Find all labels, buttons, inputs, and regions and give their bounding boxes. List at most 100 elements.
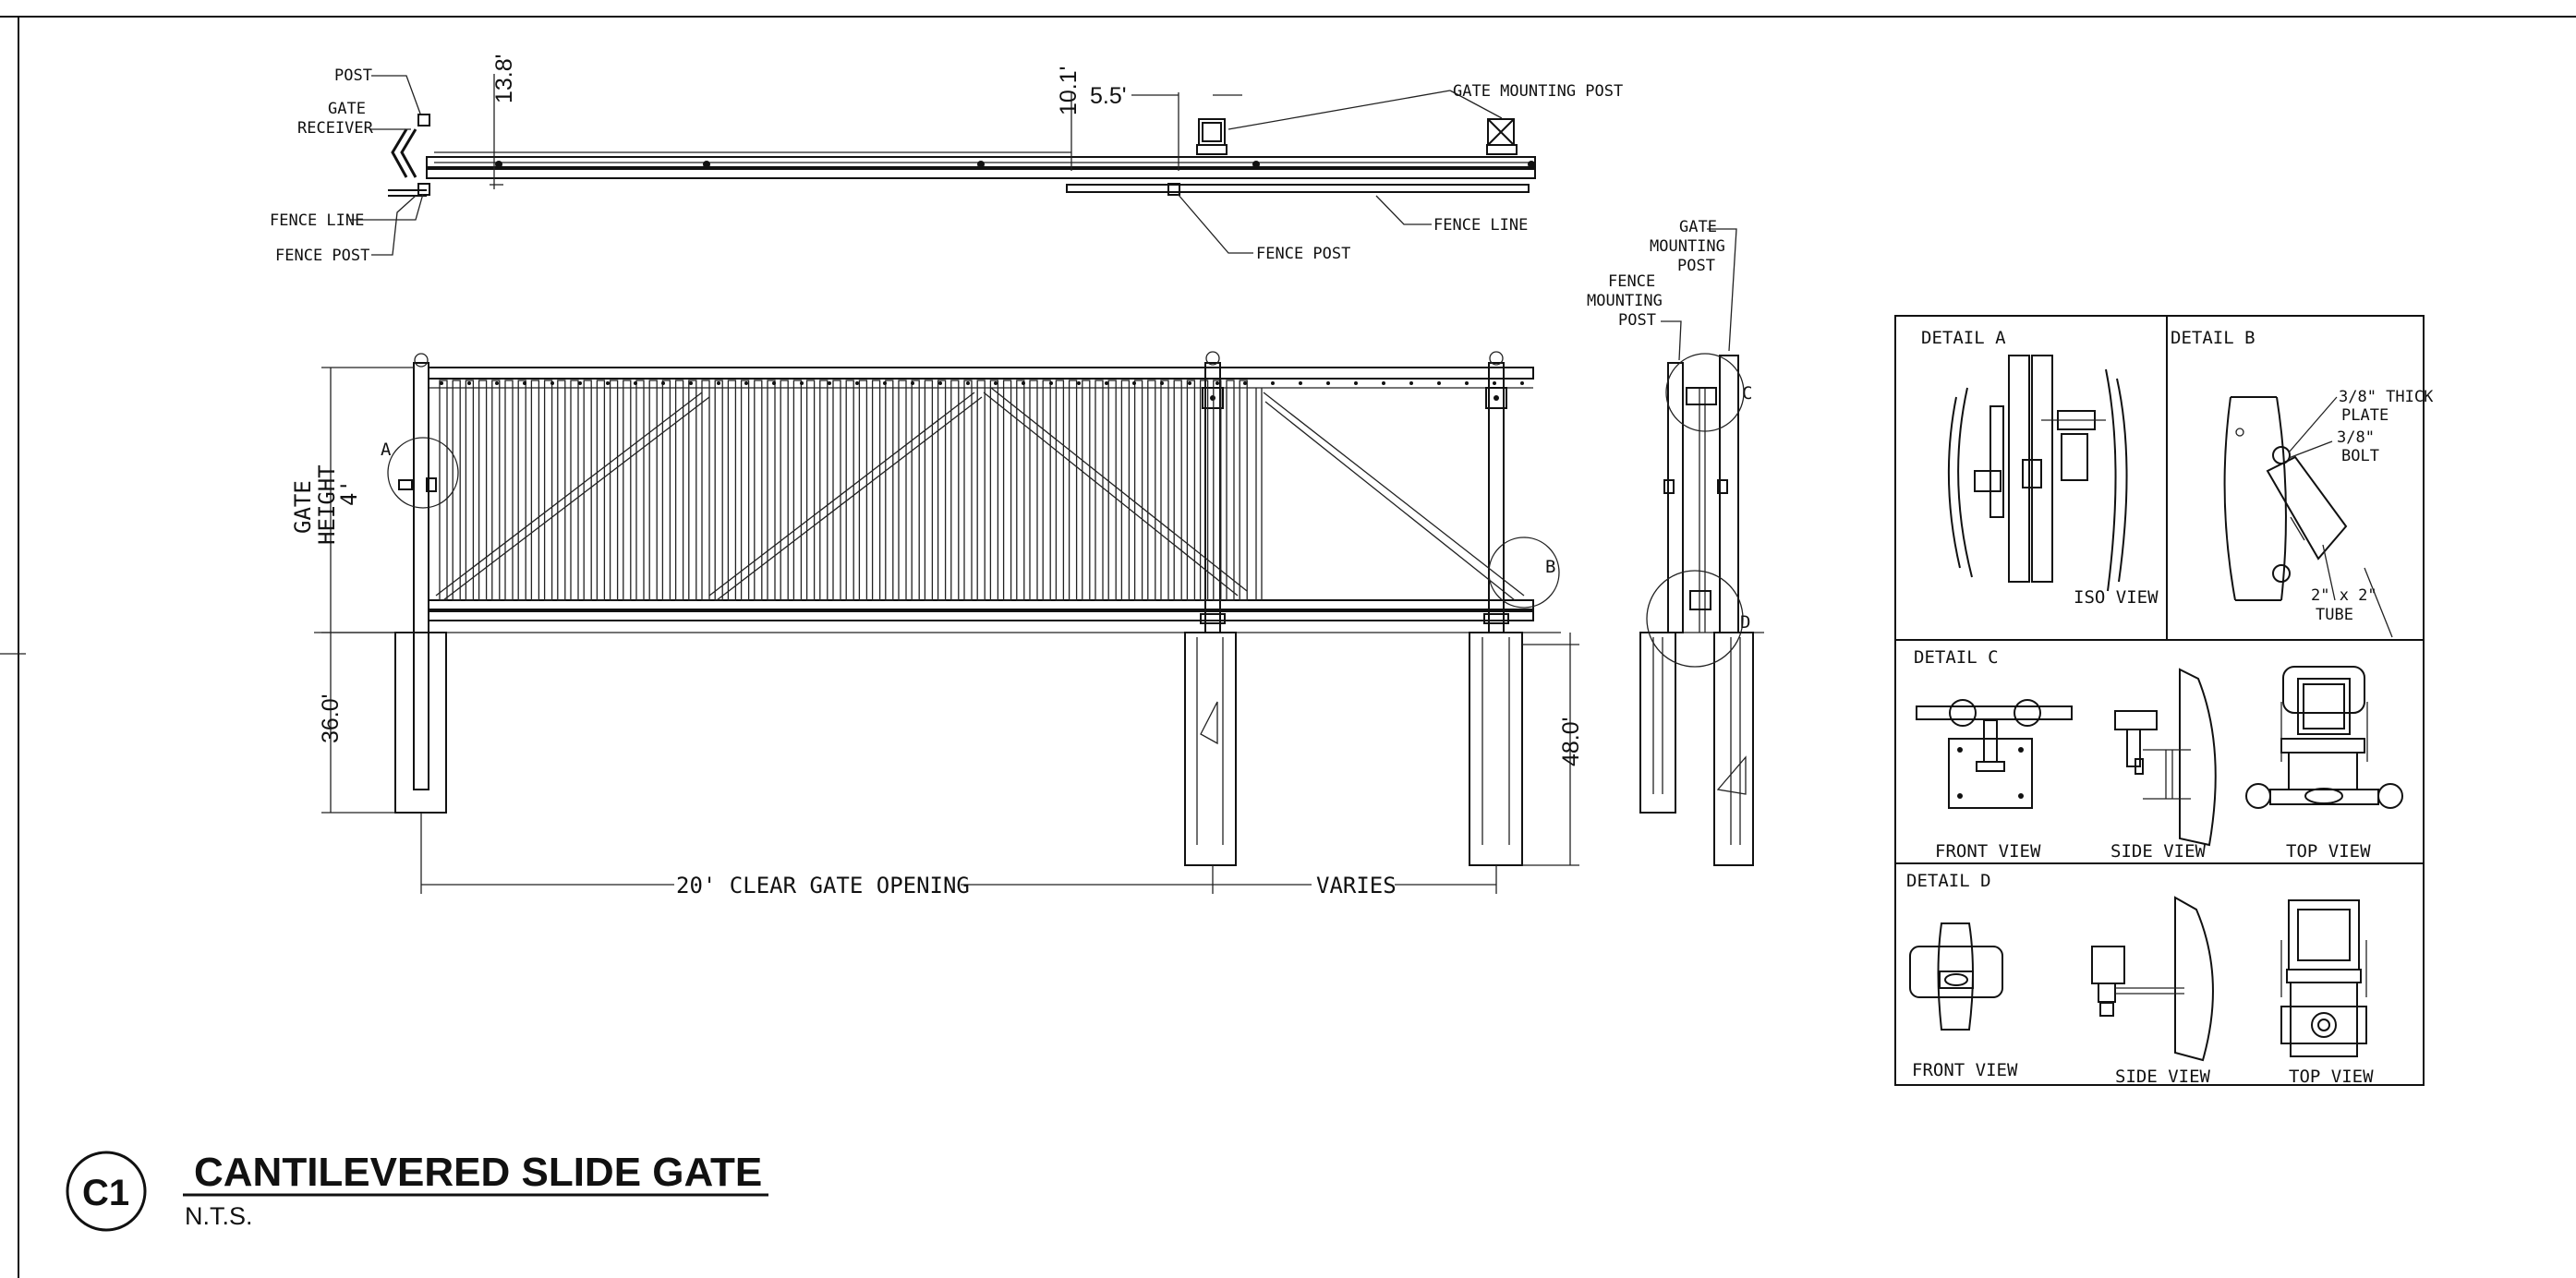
gate-pickets xyxy=(439,380,1248,601)
rail-rivet xyxy=(966,381,970,385)
plan-dim-5-5: 5.5' xyxy=(1090,83,1127,109)
rail-rivet xyxy=(1105,381,1108,385)
gate-picket xyxy=(583,380,592,601)
rail-rivet xyxy=(1160,381,1164,385)
rail-rivet xyxy=(800,381,804,385)
rail-rivet xyxy=(744,381,748,385)
dim-48: 48.0' xyxy=(1558,717,1584,766)
side-fence-mounting-post-1: FENCE xyxy=(1608,272,1655,291)
gate-picket xyxy=(911,380,920,601)
detail-b-plate-label-2: PLATE xyxy=(2341,406,2389,425)
rail-rivet xyxy=(1188,381,1191,385)
gate-picket xyxy=(963,380,973,601)
gate-picket xyxy=(832,380,841,601)
rail-rivet xyxy=(1520,381,1524,385)
rail-rivet xyxy=(440,381,443,385)
detail-b-bolt-label-1: 3/8" xyxy=(2337,428,2375,447)
rail-rivet xyxy=(578,381,582,385)
side-fence-mounting-post-3: POST xyxy=(1618,311,1656,330)
rail-rivet xyxy=(550,381,554,385)
gate-picket xyxy=(648,380,658,601)
gate-picket xyxy=(570,380,579,601)
gate-picket xyxy=(1094,380,1104,601)
gate-picket xyxy=(780,380,789,601)
plan-fence-line-left-label: FENCE LINE xyxy=(270,211,364,230)
side-gate-mounting-post-3: POST xyxy=(1677,257,1715,275)
plan-fence-post-right-label: FENCE POST xyxy=(1256,245,1350,263)
rail-rivet xyxy=(523,381,526,385)
plan-gate-mounting-post-label: GATE MOUNTING POST xyxy=(1453,82,1623,101)
plan-dim-13-8: 13.8' xyxy=(491,54,517,103)
gate-picket xyxy=(924,380,934,601)
detail-a-drawing xyxy=(1947,355,2128,592)
gate-picket xyxy=(898,380,907,601)
gate-picket xyxy=(674,380,684,601)
side-fence-mounting-post-2: MOUNTING xyxy=(1587,292,1663,310)
varies-label: VARIES xyxy=(1316,873,1397,898)
rail-rivet xyxy=(1382,381,1385,385)
rail-rivet xyxy=(1437,381,1441,385)
gate-picket xyxy=(609,380,619,601)
detail-c-label: DETAIL C xyxy=(1914,647,1999,668)
gate-picket xyxy=(596,380,606,601)
gate-picket xyxy=(976,380,986,601)
gate-picket xyxy=(767,380,776,601)
plan-post-label: POST xyxy=(334,66,372,85)
detail-d-front-view: FRONT VIEW xyxy=(1912,1060,2018,1080)
callout-d: D xyxy=(1740,612,1750,633)
gate-picket xyxy=(1042,380,1051,601)
gate-picket xyxy=(1029,380,1038,601)
rail-rivet xyxy=(828,381,831,385)
gate-picket xyxy=(727,380,737,601)
gate-picket xyxy=(950,380,960,601)
gate-picket xyxy=(1016,380,1025,601)
gate-picket xyxy=(858,380,868,601)
gate-picket xyxy=(543,380,553,601)
rail-rivet xyxy=(1077,381,1081,385)
gate-height-label-1: GATE xyxy=(290,480,316,534)
gate-picket xyxy=(819,380,828,601)
rail-rivet xyxy=(467,381,471,385)
gate-height-label-2: HEIGHT xyxy=(314,464,340,545)
gate-picket xyxy=(1199,380,1209,601)
detail-d-top-view: TOP VIEW xyxy=(2289,1067,2374,1087)
gate-picket xyxy=(1160,380,1169,601)
plan-gate-receiver-label-1: GATE xyxy=(328,100,366,118)
gate-picket xyxy=(845,380,854,601)
rail-rivet xyxy=(938,381,942,385)
gate-picket xyxy=(1213,380,1222,601)
rail-rivet xyxy=(1493,381,1496,385)
rail-rivet xyxy=(717,381,720,385)
detail-d-drawing xyxy=(1909,896,2367,1062)
gate-picket xyxy=(623,380,632,601)
gate-picket xyxy=(1068,380,1078,601)
gate-picket xyxy=(1173,380,1182,601)
gate-picket xyxy=(1107,380,1117,601)
gate-picket xyxy=(478,380,488,601)
rail-rivet xyxy=(911,381,914,385)
callout-c: C xyxy=(1742,383,1752,404)
rail-rivet xyxy=(606,381,610,385)
gate-picket xyxy=(557,380,566,601)
gate-picket xyxy=(1186,380,1196,601)
plan-gate-receiver-label-2: RECEIVER xyxy=(297,119,374,138)
detail-b-label: DETAIL B xyxy=(2171,328,2256,348)
gate-picket xyxy=(1120,380,1131,601)
side-gate-mounting-post-2: MOUNTING xyxy=(1650,237,1725,256)
detail-b-drawing xyxy=(2223,396,2393,638)
elevation-view xyxy=(314,351,1579,894)
detail-c-drawing xyxy=(1916,666,2403,847)
gate-picket xyxy=(1147,380,1156,601)
rail-rivet xyxy=(1354,381,1358,385)
gate-picket xyxy=(465,380,475,601)
rail-rivet xyxy=(1132,381,1136,385)
rail-rivet xyxy=(634,381,637,385)
detail-c-front-view: FRONT VIEW xyxy=(1935,841,2041,862)
iso-view-label: ISO VIEW xyxy=(2074,587,2159,608)
rail-rivet xyxy=(883,381,887,385)
side-view xyxy=(1639,228,1764,866)
callout-a: A xyxy=(381,440,392,460)
rail-rivet xyxy=(1465,381,1469,385)
gate-picket xyxy=(517,380,526,601)
